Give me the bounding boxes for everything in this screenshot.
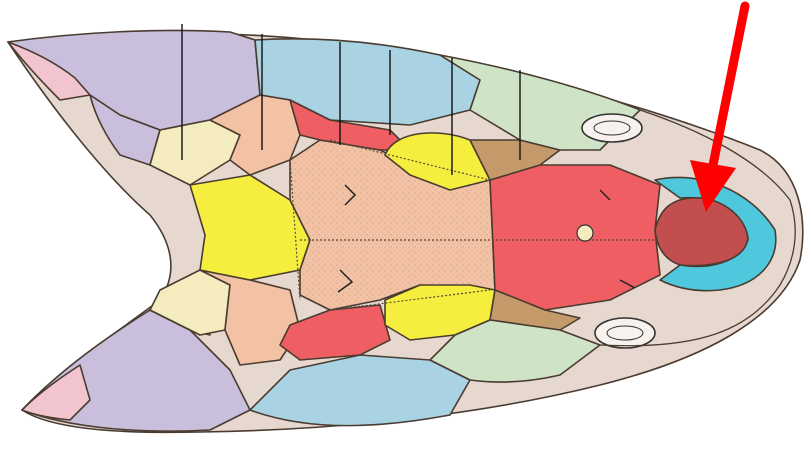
orbit-upper: [582, 114, 642, 142]
orbit-lower: [595, 318, 655, 348]
pineal-marker: [577, 225, 593, 241]
